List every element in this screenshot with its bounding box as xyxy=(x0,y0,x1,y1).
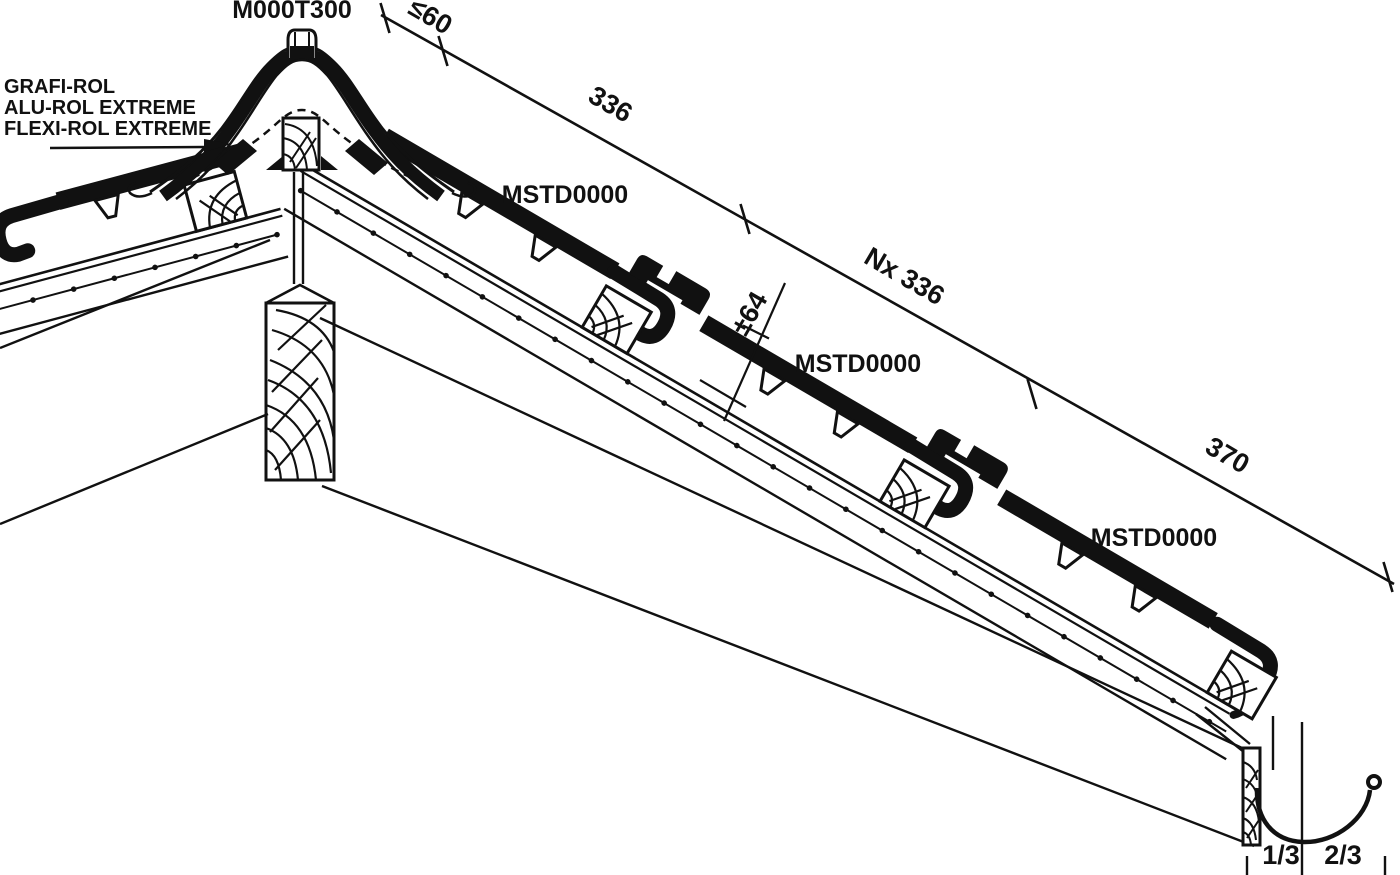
gutter-fraction-outer: 2/3 xyxy=(1324,840,1362,870)
gutter-fraction-inner: 1/3 xyxy=(1262,840,1300,870)
dimension-tick xyxy=(437,35,449,67)
tiling-batten xyxy=(182,170,249,233)
right-roof-slope xyxy=(283,128,1301,761)
rafter-line-right-lower xyxy=(321,484,1255,848)
tile-nib xyxy=(93,192,125,222)
ridge-roll-dashed-line xyxy=(191,108,413,180)
roll-product-2: ALU-ROL EXTREME xyxy=(4,97,196,119)
sarking-top-line xyxy=(303,163,1229,706)
dimension-tick xyxy=(1026,378,1038,410)
roof-tile-course-2 xyxy=(699,315,918,454)
roll-products-callout: GRAFI-ROL ALU-ROL EXTREME FLEXI-ROL EXTR… xyxy=(4,76,232,152)
dim-top-course: 336 xyxy=(584,80,638,129)
dimension-line xyxy=(380,13,1395,586)
fascia-board xyxy=(1241,746,1262,847)
tile-hook-joint xyxy=(0,201,71,258)
sarking-bottom-line xyxy=(0,214,283,295)
ridge-clip-right xyxy=(345,139,388,175)
sarking-bottom-line xyxy=(300,169,1231,715)
dim-field-courses: Nx 336 xyxy=(859,241,949,311)
ridge-cap-end-curls xyxy=(127,181,477,198)
ridge-board-chamfer xyxy=(265,283,335,305)
ridge-assembly xyxy=(127,28,477,284)
rafter-line-left-lower xyxy=(0,412,269,526)
underlay-membrane-line xyxy=(300,189,1227,733)
tile-code-label-1: MSTD0000 xyxy=(502,181,628,209)
dimension-tick xyxy=(379,2,391,34)
roll-product-1: GRAFI-ROL xyxy=(4,76,115,98)
underlay-membrane-line xyxy=(0,233,278,312)
dimension-tick xyxy=(739,203,751,235)
headlap-tick xyxy=(699,379,747,408)
leader-line xyxy=(49,145,207,150)
rafter-line-right-upper xyxy=(319,316,1243,750)
fascia-top-edge xyxy=(1204,706,1251,745)
ridge-crest-knob-band xyxy=(290,46,314,58)
gutter-bead xyxy=(1366,774,1382,790)
wood-grain-hatch xyxy=(265,304,336,481)
roof-tile-course-1 xyxy=(379,128,620,279)
gutter-profile xyxy=(1254,787,1373,845)
ridge-batten xyxy=(281,116,321,172)
sarking-board-line xyxy=(0,255,289,338)
eaves-assembly: 1/3 2/3 xyxy=(1195,706,1387,875)
dimension-tick xyxy=(1382,561,1394,593)
headlap-tick xyxy=(742,324,770,340)
leader-arrowhead xyxy=(204,139,232,152)
ridge-batten-bracket xyxy=(266,156,338,170)
ridge-tile-code-label: M000T300 xyxy=(232,0,352,24)
ridge-board xyxy=(264,283,336,482)
ridge-clip-left xyxy=(214,139,257,175)
dim-eaves-course: 370 xyxy=(1201,431,1255,480)
fascia-top-edge xyxy=(1195,713,1245,753)
roll-product-3: FLEXI-ROL EXTREME xyxy=(4,118,211,140)
dim-ridge-batten-offset: ≤60 xyxy=(404,0,458,40)
headlap-dim-line xyxy=(722,282,787,422)
tile-code-label-3: MSTD0000 xyxy=(1091,524,1217,552)
rafter-line-left-upper xyxy=(0,238,271,350)
roof-tile-course-3 xyxy=(997,489,1218,629)
ridge-cap-inner-line xyxy=(175,58,429,200)
tile-code-label-2: MSTD0000 xyxy=(795,350,921,378)
